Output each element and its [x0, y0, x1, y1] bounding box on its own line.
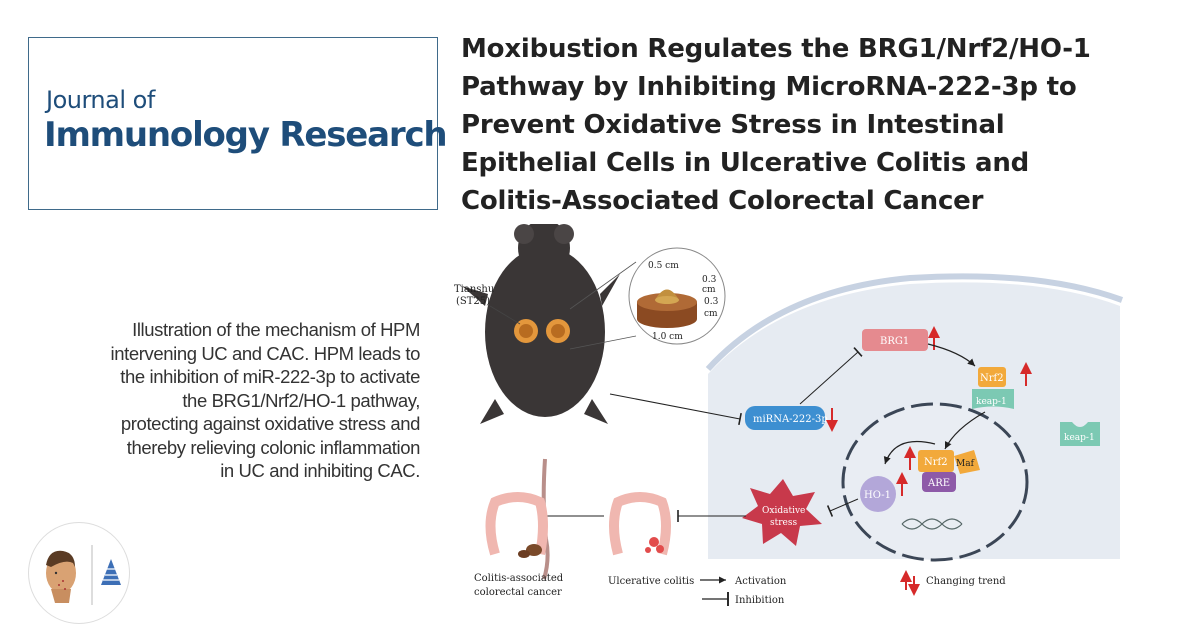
caption-line: Illustration of the mechanism of HPM: [132, 319, 420, 340]
journal-name-line2: Immunology Research: [44, 115, 448, 155]
moxa-cone-inset: [569, 247, 726, 350]
dim-h2-unit: cm: [704, 309, 718, 319]
dim-h1-unit: cm: [702, 285, 716, 295]
nrf2-label: Nrf2: [980, 373, 1004, 384]
figure-caption: Illustration of the mechanism of HPM int…: [60, 318, 421, 483]
mouse-illustration: [462, 224, 620, 580]
brg1-node: [862, 329, 928, 351]
cac-label-2: colorectal cancer: [474, 587, 562, 598]
oxidative-label-2: stress: [770, 518, 797, 528]
maf-label: Maf: [956, 459, 975, 469]
caption-line: protecting against oxidative stress and: [120, 413, 420, 434]
journal-name-line1: Journal of: [46, 86, 155, 114]
maf-node: [954, 450, 980, 474]
dna-helix: [901, 518, 963, 530]
ho1-label: HO-1: [864, 490, 891, 501]
acupoint-code: (ST25): [456, 296, 490, 307]
mechanism-figure: Tianshu (ST25) 0.5 cm 0.3 cm 0.3 cm 1.0 …: [454, 224, 1124, 607]
nrf2-nuclear-label: Nrf2: [924, 457, 948, 468]
article-title: Moxibustion Regulates the BRG1/Nrf2/HO-1…: [461, 30, 1161, 220]
keap1-free-node: [1060, 422, 1100, 446]
dim-bottom-label: 1.0 cm: [652, 332, 683, 342]
caption-line: the BRG1/Nrf2/HO-1 pathway,: [182, 389, 420, 411]
acupoint-label: Tianshu: [454, 284, 495, 295]
legend-trend: Changing trend: [926, 576, 1006, 587]
mirna-node: [745, 406, 825, 430]
mirna-label: miRNA-222-3p: [753, 414, 828, 425]
uc-label: Ulcerative colitis: [608, 576, 694, 587]
publisher-avatar: [28, 522, 130, 624]
title-line: Epithelial Cells in Ulcerative Colitis a…: [461, 148, 1030, 178]
cac-label-1: Colitis-associated: [474, 573, 564, 584]
dim-h1-label: 0.3: [702, 275, 717, 285]
cac-colon-illustration: [485, 492, 548, 558]
brg1-label: BRG1: [880, 336, 909, 347]
ho1-node: [860, 476, 896, 512]
are-label: ARE: [927, 478, 950, 489]
legend-activation: Activation: [734, 576, 787, 587]
legend-inhibition: Inhibition: [735, 595, 785, 606]
keap1-free-label: keap-1: [1064, 433, 1095, 443]
keap1-label: keap-1: [976, 397, 1007, 407]
head-pyramid-icon: [46, 545, 121, 605]
title-line: Colitis-Associated Colorectal Cancer: [461, 186, 984, 216]
nrf2-nuclear-node: [918, 450, 954, 472]
caption-line: the inhibition of miR-222-3p to activate: [120, 366, 420, 387]
oxidative-stress-node: [742, 479, 822, 546]
caption-line: in UC and inhibiting CAC.: [220, 460, 420, 481]
dim-top-label: 0.5 cm: [648, 261, 679, 271]
keap1-node: [972, 389, 1014, 409]
title-line: Pathway by Inhibiting MicroRNA-222-3p to: [461, 72, 1077, 102]
uc-colon-illustration: [609, 492, 671, 556]
oxidative-label-1: Oxidative: [762, 506, 805, 516]
caption-line: intervening UC and CAC. HPM leads to: [110, 342, 421, 364]
journal-logo-box: Journal of Immunology Research: [28, 37, 448, 210]
caption-line: thereby relieving colonic inflammation: [126, 436, 421, 458]
title-line: Moxibustion Regulates the BRG1/Nrf2/HO-1: [461, 34, 1091, 64]
are-node: [922, 472, 956, 492]
title-line: Prevent Oxidative Stress in Intestinal: [461, 110, 1005, 140]
dim-h2-label: 0.3: [704, 297, 719, 307]
nrf2-node: [978, 367, 1006, 387]
